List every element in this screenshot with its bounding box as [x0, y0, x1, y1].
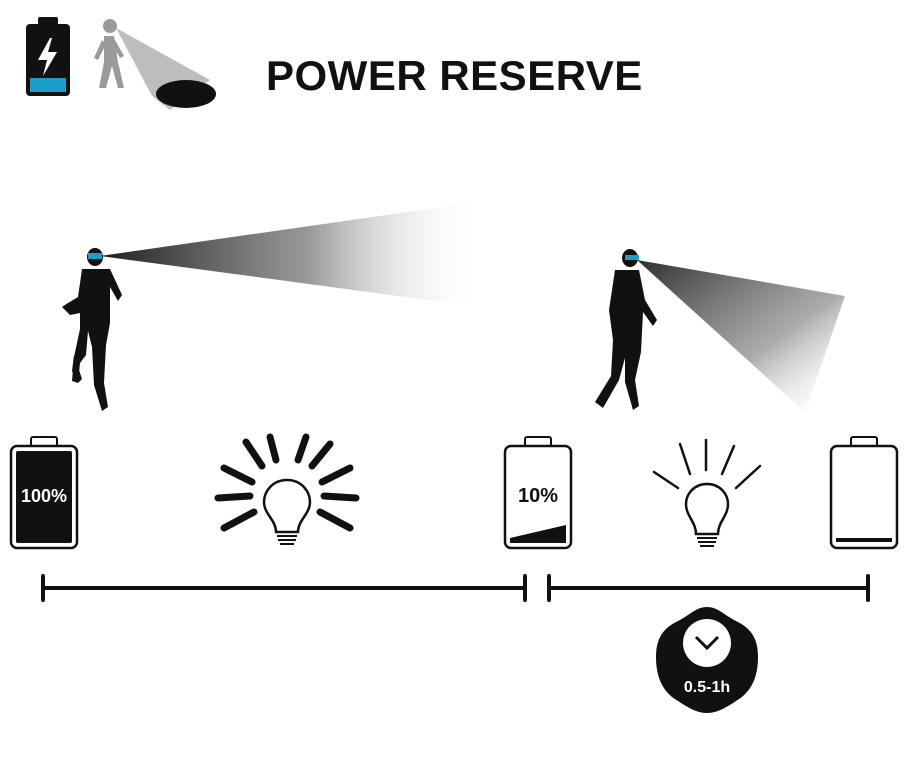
battery-empty-icon [829, 436, 899, 550]
walker-headlamp-icon [94, 19, 216, 110]
time-badge: 0.5-1h [656, 607, 758, 713]
lightbulb-bright-icon [214, 433, 360, 545]
clock-icon [683, 619, 731, 667]
battery-low-label: 10% [518, 485, 558, 507]
battery-charging-icon [26, 17, 70, 96]
runner-headlamp-icon [62, 203, 480, 411]
time-badge-label: 0.5-1h [684, 679, 730, 696]
walker-headlamp-icon [595, 249, 845, 412]
battery-full-label: 100% [21, 486, 67, 506]
page-title: POWER RESERVE [266, 52, 643, 99]
battery-full-icon: 100% [9, 436, 79, 550]
battery-low-icon: 10% [503, 436, 573, 550]
duration-timeline [41, 574, 870, 602]
lightbulb-dim-icon [652, 438, 762, 547]
